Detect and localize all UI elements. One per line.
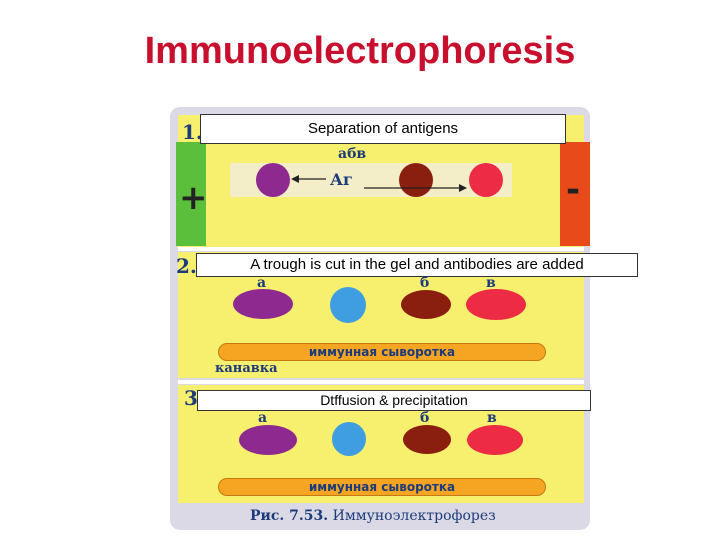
antibody-trough: иммунная сыворотка	[218, 478, 546, 496]
label-v: в	[487, 410, 497, 426]
spot-v	[467, 425, 523, 455]
label-a: а	[258, 410, 268, 426]
spot-a	[239, 425, 297, 455]
arrow-left-head	[291, 175, 299, 183]
label-b: б	[420, 275, 430, 291]
antigen-v-spot	[469, 163, 503, 197]
abv-label: абв	[338, 146, 367, 162]
spot-b	[403, 425, 451, 454]
plus-sign: +	[179, 178, 208, 218]
antibody-trough: иммунная сыворотка	[218, 343, 546, 361]
label-v: в	[486, 275, 496, 291]
spot-blue	[330, 287, 366, 323]
figure-caption: Рис. 7.53. Иммуноэлектрофорез	[250, 508, 496, 524]
banner-trough: A trough is cut in the gel and antibodie…	[196, 253, 638, 277]
banner-separation: Separation of antigens	[200, 114, 566, 144]
minus-sign: -	[566, 170, 581, 210]
divider-1	[178, 247, 584, 251]
spot-v	[466, 289, 526, 320]
caption-text: Иммуноэлектрофорез	[332, 508, 496, 524]
spot-a	[233, 289, 293, 319]
caption-prefix: Рис. 7.53.	[250, 508, 329, 524]
arrow-right-head	[459, 184, 467, 192]
antigen-b-spot	[399, 163, 433, 197]
step-number-1: 1.	[182, 120, 203, 144]
spot-b	[401, 290, 451, 319]
page-title: Immunoelectrophoresis	[144, 30, 576, 72]
antigen-label: Аг	[330, 170, 353, 189]
step-number-3: 3	[184, 386, 198, 410]
label-b: б	[420, 410, 430, 426]
label-a: а	[257, 275, 267, 291]
banner-diffusion: Dtffusion & precipitation	[197, 390, 591, 411]
positive-electrode	[176, 142, 206, 246]
spot-blue	[332, 422, 366, 456]
negative-electrode	[560, 142, 590, 246]
antigen-a-spot	[256, 163, 290, 197]
divider-2	[178, 380, 584, 384]
trough-caption: канавка	[215, 361, 278, 376]
step-number-2: 2.	[176, 254, 197, 278]
